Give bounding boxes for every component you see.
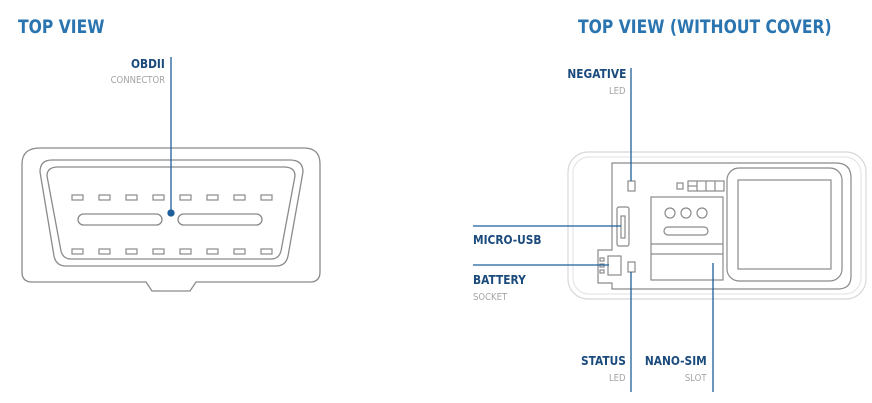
callout-leader-lines <box>473 68 714 392</box>
status-led-sublabel: LED <box>609 373 626 384</box>
obdii-pins <box>71 194 273 255</box>
battery-socket-sublabel: SOCKET <box>473 292 508 303</box>
obdii-sublabel: CONNECTOR <box>110 75 165 86</box>
negative-led-sublabel: LED <box>609 86 626 97</box>
negative-led-label: NEGATIVE <box>567 66 626 81</box>
right-panel-title: TOP VIEW (WITHOUT COVER) <box>578 16 832 38</box>
micro-usb-label: MICRO-USB <box>473 232 542 247</box>
left-panel-title: TOP VIEW <box>18 16 105 38</box>
nano-sim-sublabel: SLOT <box>685 373 707 384</box>
obdii-label: OBDII <box>131 56 165 71</box>
nano-sim-label: NANO-SIM <box>645 353 707 368</box>
status-led-label: STATUS <box>580 353 626 368</box>
obdii-connector-drawing <box>21 147 321 292</box>
obdii-leader-line <box>167 57 175 217</box>
device-board-drawing <box>567 151 867 300</box>
battery-socket-label: BATTERY <box>473 272 526 287</box>
